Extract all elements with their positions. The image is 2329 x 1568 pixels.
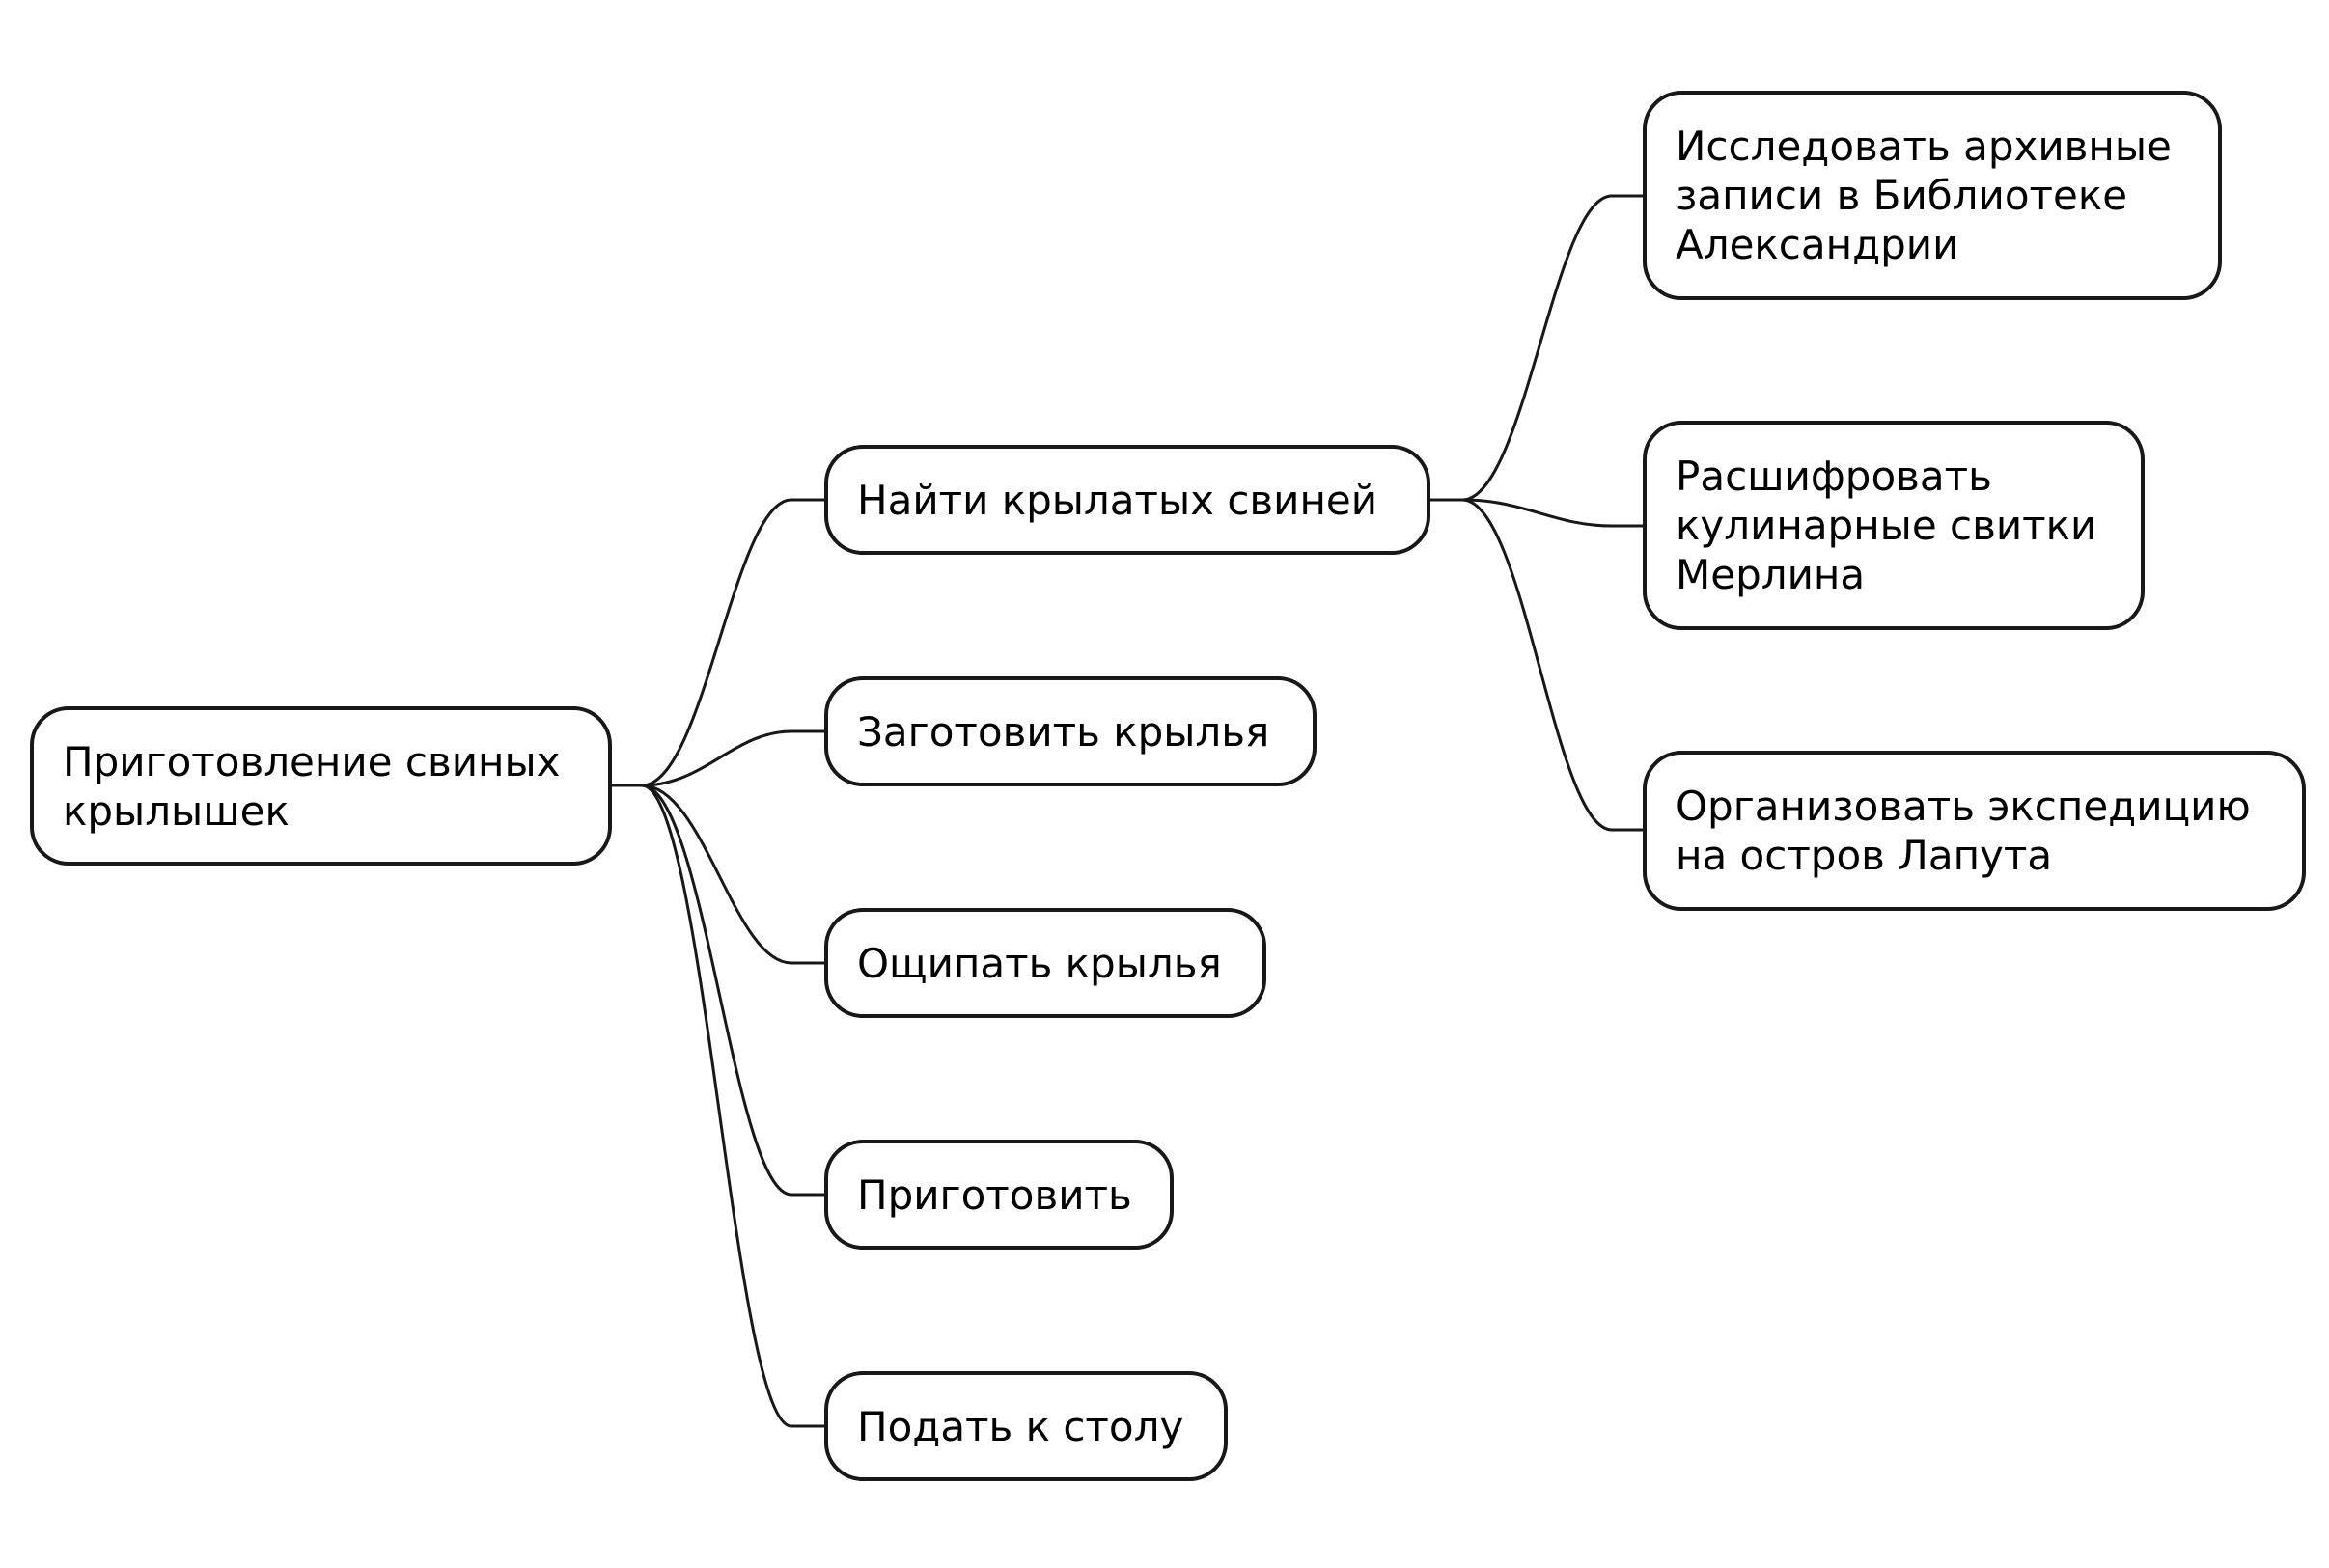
node-cook: Приготовить: [824, 1140, 1174, 1250]
node-organize-expedition: Организовать экспедицию на остров Лапута: [1643, 751, 2306, 911]
node-decipher-scrolls: Расшифровать кулинарные свитки Мерлина: [1643, 421, 2145, 630]
edge-find-expedition: [1430, 498, 1643, 832]
node-pluck-wings: Ощипать крылья: [824, 908, 1266, 1018]
edge-root-serve: [612, 784, 824, 1428]
node-serve: Подать к столу: [824, 1371, 1228, 1481]
edge-root-find: [612, 498, 824, 787]
root-node: Приготовление свиных крылышек: [30, 706, 612, 866]
edge-find-research: [1430, 194, 1643, 502]
node-find-winged-pigs: Найти крылатых свиней: [824, 445, 1430, 555]
edge-root-pluck: [612, 784, 824, 965]
edge-find-decipher: [1430, 498, 1643, 528]
node-research-archives: Исследовать архивные записи в Библиотеке…: [1643, 91, 2222, 300]
node-prepare-wings: Заготовить крылья: [824, 676, 1317, 786]
edge-root-prepare-wings: [612, 729, 824, 787]
edge-root-cook: [612, 784, 824, 1197]
